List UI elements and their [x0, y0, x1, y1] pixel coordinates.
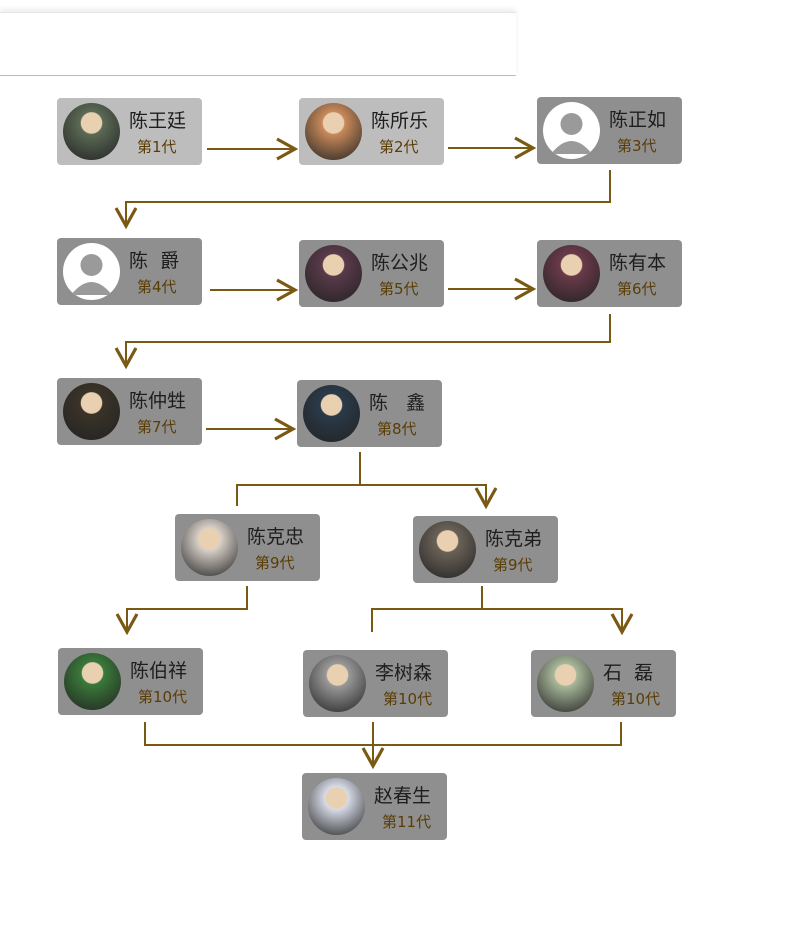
family-member-node: 陈公兆 第5代	[299, 240, 444, 307]
member-name: 陈有本	[609, 252, 667, 274]
arrow-9b-10	[371, 586, 622, 632]
member-name: 陈仲甡	[129, 390, 187, 412]
avatar-photo	[303, 385, 360, 442]
avatar-photo	[181, 519, 238, 576]
arrow-9a-10a	[115, 586, 248, 636]
member-name: 陈 鑫	[369, 392, 426, 414]
avatar-photo	[63, 383, 120, 440]
generation-label: 第2代	[379, 138, 419, 156]
arrow-10-11	[144, 722, 622, 766]
generation-label: 第9代	[493, 556, 533, 574]
generation-label: 第4代	[137, 278, 177, 296]
generation-label: 第10代	[611, 690, 661, 708]
generation-label: 第11代	[382, 813, 432, 831]
header-bar	[0, 12, 516, 76]
family-member-node: 陈正如 第3代	[537, 97, 682, 164]
family-member-node: 石 磊 第10代	[531, 650, 676, 717]
avatar-photo	[543, 245, 600, 302]
family-member-node: 陈 鑫 第8代	[297, 380, 442, 447]
family-member-node: 陈克忠 第9代	[175, 514, 320, 581]
member-name: 陈 爵	[129, 250, 180, 272]
family-member-node: 陈有本 第6代	[537, 240, 682, 307]
member-name: 李树森	[375, 662, 433, 684]
avatar-photo	[63, 103, 120, 160]
arrow-3-4	[114, 170, 611, 230]
person-placeholder-icon	[543, 102, 600, 159]
member-name: 陈伯祥	[130, 660, 188, 682]
member-name: 陈克忠	[247, 526, 305, 548]
family-member-node: 陈克弟 第9代	[413, 516, 558, 583]
family-member-node: 陈王廷 第1代	[57, 98, 202, 165]
member-name: 陈克弟	[485, 528, 543, 550]
family-member-node: 李树森 第10代	[303, 650, 448, 717]
generation-label: 第5代	[379, 280, 419, 298]
generation-label: 第10代	[383, 690, 433, 708]
member-name: 陈正如	[609, 109, 667, 131]
family-member-node: 陈 爵 第4代	[57, 238, 202, 305]
member-name: 陈王廷	[129, 110, 187, 132]
generation-label: 第7代	[137, 418, 177, 436]
person-placeholder-icon	[63, 243, 120, 300]
avatar-photo	[537, 655, 594, 712]
generation-label: 第10代	[138, 688, 188, 706]
avatar-photo	[305, 245, 362, 302]
generation-label: 第1代	[137, 138, 177, 156]
avatar-photo	[309, 655, 366, 712]
family-member-node: 陈伯祥 第10代	[58, 648, 203, 715]
arrow-8-9	[236, 452, 486, 506]
member-name: 石 磊	[603, 662, 654, 684]
generation-label: 第3代	[617, 137, 657, 155]
generation-label: 第8代	[377, 420, 417, 438]
member-name: 赵春生	[374, 785, 432, 807]
family-member-node: 赵春生 第11代	[302, 773, 447, 840]
avatar-photo	[308, 778, 365, 835]
generation-label: 第6代	[617, 280, 657, 298]
family-member-node: 陈仲甡 第7代	[57, 378, 202, 445]
avatar-photo	[64, 653, 121, 710]
arrow-6-7	[114, 314, 611, 370]
avatar-photo	[419, 521, 476, 578]
avatar-photo	[305, 103, 362, 160]
generation-label: 第9代	[255, 554, 295, 572]
member-name: 陈所乐	[371, 110, 429, 132]
family-member-node: 陈所乐 第2代	[299, 98, 444, 165]
member-name: 陈公兆	[371, 252, 429, 274]
